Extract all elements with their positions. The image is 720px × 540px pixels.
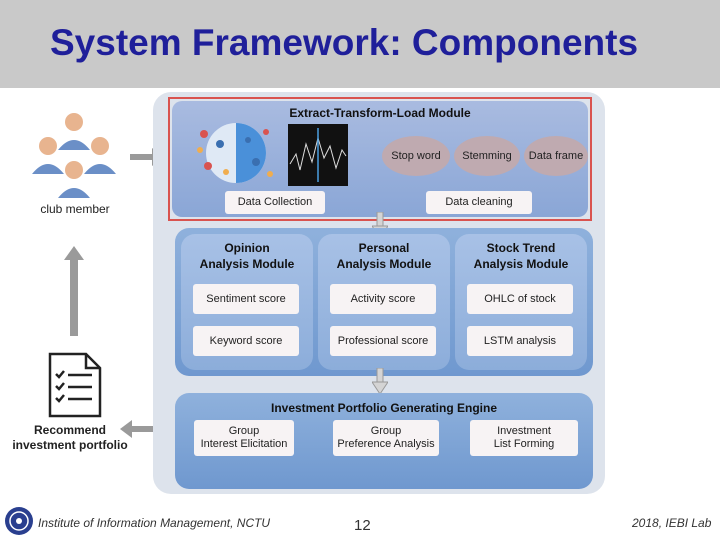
- recommend-line2: investment portfolio: [12, 438, 128, 452]
- recommend-line1: Recommend: [33, 423, 107, 437]
- professional-score-box: Professional score: [330, 326, 436, 356]
- engine-title: Investment Portfolio Generating Engine: [270, 401, 498, 415]
- footer-institute: Institute of Information Management, NCT…: [38, 516, 271, 530]
- personal-module-title: Personal Analysis Module: [318, 240, 450, 272]
- stock-title-line2: Analysis Module: [473, 257, 569, 271]
- engine-item-1-line1: Group: [228, 425, 260, 437]
- data-collection-box: Data Collection: [225, 191, 325, 214]
- stemming-oval: Stemming: [454, 136, 520, 176]
- down-arrow-icon-2: [372, 368, 388, 394]
- etl-title: Extract-Transform-Load Module: [289, 106, 471, 120]
- stock-module-title: Stock Trend Analysis Module: [455, 240, 587, 272]
- engine-item-3-line1: Investment: [497, 425, 551, 437]
- lstm-box: LSTM analysis: [467, 326, 573, 356]
- opinion-module-title: Opinion Analysis Module: [181, 240, 313, 272]
- up-arrow-icon: [64, 246, 84, 336]
- engine-item-1-line2: Interest Elicitation: [200, 438, 288, 450]
- footer-lab: 2018, IEBI Lab: [632, 516, 712, 530]
- data-frame-oval: Data frame: [524, 136, 588, 176]
- left-arrow-icon: [120, 420, 164, 438]
- stock-title-line1: Stock Trend: [486, 241, 556, 255]
- people-icon: [32, 113, 116, 198]
- engine-item-2-line2: Preference Analysis: [337, 438, 435, 450]
- stop-word-oval: Stop word: [382, 136, 450, 176]
- group-interest-box: Group Interest Elicitation: [194, 420, 294, 456]
- group-preference-box: Group Preference Analysis: [333, 420, 439, 456]
- stock-chart-icon: [288, 124, 348, 186]
- engine-item-2-line1: Group: [370, 425, 402, 437]
- personal-title-line2: Analysis Module: [336, 257, 432, 271]
- investment-list-box: Investment List Forming: [470, 420, 578, 456]
- slide-title: System Framework: Components: [50, 22, 639, 63]
- title-bar: [0, 0, 720, 88]
- data-source-icons: [197, 123, 273, 183]
- club-member-label: club member: [40, 202, 110, 216]
- personal-title-line1: Personal: [358, 241, 410, 255]
- sentiment-score-box: Sentiment score: [193, 284, 299, 314]
- document-icon: [48, 352, 102, 418]
- opinion-title-line2: Analysis Module: [199, 257, 295, 271]
- ohlc-box: OHLC of stock: [467, 284, 573, 314]
- keyword-score-box: Keyword score: [193, 326, 299, 356]
- recommend-label: Recommend investment portfolio: [8, 423, 132, 453]
- university-logo-icon: [5, 507, 33, 535]
- activity-score-box: Activity score: [330, 284, 436, 314]
- footer: [0, 505, 720, 540]
- page-number: 12: [354, 517, 371, 534]
- data-cleaning-box: Data cleaning: [426, 191, 532, 214]
- engine-item-3-line2: List Forming: [493, 438, 555, 450]
- opinion-title-line1: Opinion: [224, 241, 270, 255]
